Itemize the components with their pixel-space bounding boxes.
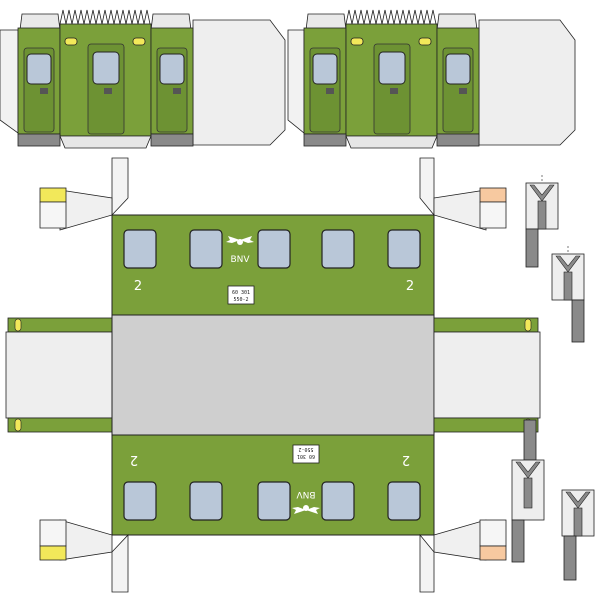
operator-mark-mirrored: BNV xyxy=(296,489,316,499)
svg-text:550-2: 550-2 xyxy=(233,297,248,303)
upper-side-windows xyxy=(123,229,421,269)
bogie-pieces xyxy=(511,175,595,581)
end-piece-left xyxy=(0,9,286,149)
bogie-piece xyxy=(511,419,545,563)
class-number-left: 2 xyxy=(134,279,142,294)
number-plate-mirrored: 60 301 550-2 xyxy=(292,444,320,464)
bogie-piece xyxy=(561,489,595,581)
bogie-piece xyxy=(525,175,559,268)
svg-text:60 301: 60 301 xyxy=(232,290,250,296)
number-plate: 60 301 550-2 xyxy=(227,285,255,305)
svg-text:550-2: 550-2 xyxy=(298,446,313,452)
class-number-right: 2 xyxy=(406,279,414,294)
end-piece-right xyxy=(287,9,576,149)
bogie-piece xyxy=(551,246,585,343)
body-net: BNV 2 2 60 301 550-2 BN xyxy=(5,157,541,593)
winged-wheel-icon xyxy=(292,505,320,514)
operator-mark: BNV xyxy=(230,255,250,265)
svg-text:60 301: 60 301 xyxy=(297,453,315,459)
winged-wheel-icon xyxy=(226,236,254,245)
class-number-left-mirrored: 2 xyxy=(130,452,138,467)
lower-side-windows xyxy=(123,481,421,521)
class-number-right-mirrored: 2 xyxy=(402,452,410,467)
